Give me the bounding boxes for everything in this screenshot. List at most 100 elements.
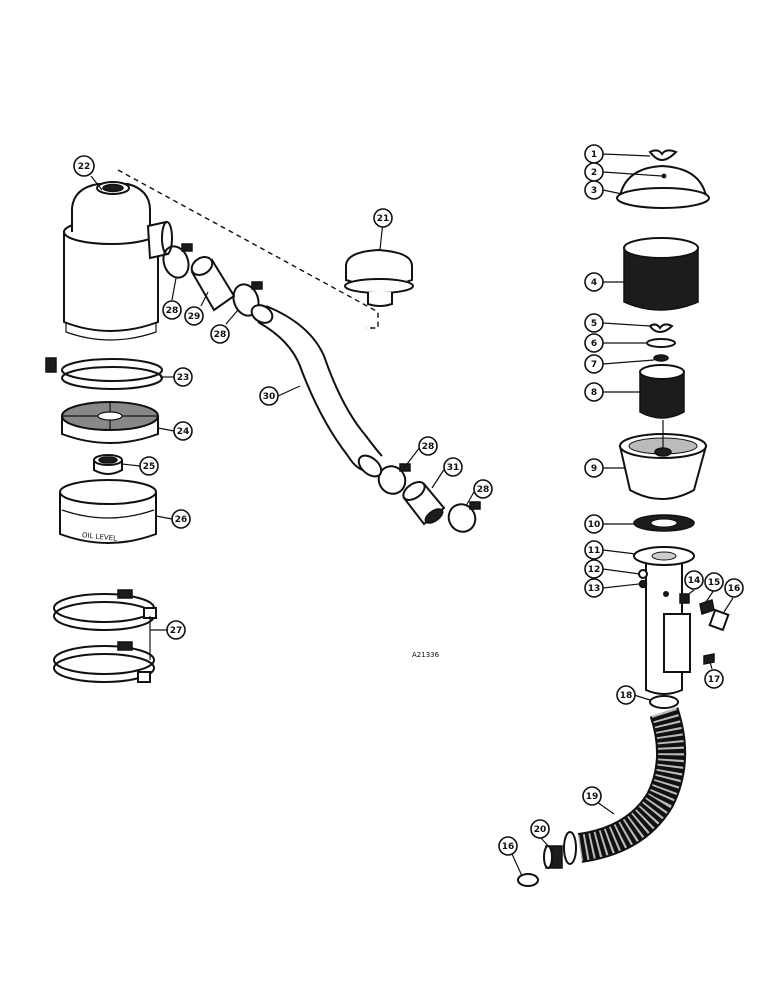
callout-24: 24 [173,421,193,441]
callout-19: 19 [582,786,602,806]
hose-clamp-18-part [649,695,679,709]
callout-27: 27 [166,620,186,640]
leader-lines [90,153,734,877]
callout-15: 15 [704,572,724,592]
svg-text:27: 27 [170,626,183,636]
callout-16-a: 16 [724,578,744,598]
inner-element-part [639,364,685,419]
callout-13: 13 [584,578,604,598]
svg-text:3: 3 [591,186,597,196]
svg-text:23: 23 [177,373,190,383]
callout-7: 7 [584,354,604,374]
small-wing-nut-part [648,323,674,334]
callout-26: 26 [171,509,191,529]
svg-text:21: 21 [377,214,390,224]
svg-text:25: 25 [143,462,156,472]
svg-text:20: 20 [534,825,547,835]
bowl-part [618,420,708,500]
callout-11: 11 [584,540,604,560]
assembly-dashed-line [117,169,379,329]
callout-10: 10 [584,514,604,534]
seal-ring-part [93,454,123,475]
curved-hose-part [250,304,383,478]
callout-28-b: 28 [210,324,230,344]
svg-text:2: 2 [591,168,597,178]
callout-16-b: 16 [498,836,518,856]
svg-text:15: 15 [708,578,721,588]
svg-text:26: 26 [175,515,188,525]
callout-23: 23 [173,367,193,387]
svg-text:11: 11 [588,546,601,556]
callout-28-c: 28 [418,436,438,456]
svg-text:22: 22 [78,162,91,172]
svg-text:4: 4 [591,278,597,288]
svg-text:6: 6 [591,339,597,349]
callout-1: 1 [584,144,604,164]
hose-clamp-upper-left [162,243,193,279]
oil-cup-part: OIL LEVEL [59,479,157,544]
air-cleaner-body [63,181,173,341]
washer-part [646,338,676,348]
callout-18: 18 [616,685,636,705]
callout-28-a: 28 [162,300,182,320]
precleaner-cap-part [344,248,414,307]
svg-text:29: 29 [188,312,201,322]
svg-text:24: 24 [177,427,190,437]
clamps-part [53,589,157,683]
callout-28-d: 28 [473,479,493,499]
cover-part [616,164,710,209]
flange-tube-part [633,546,695,695]
svg-text:12: 12 [588,565,601,575]
svg-text:13: 13 [588,584,601,594]
callout-6: 6 [584,333,604,353]
svg-text:28: 28 [166,306,179,316]
gasket-small-part [653,354,669,362]
callout-8: 8 [584,382,604,402]
callout-4: 4 [584,272,604,292]
svg-text:17: 17 [708,675,721,685]
svg-text:28: 28 [422,442,435,452]
screen-element-part [623,237,699,311]
callout-31: 31 [443,457,463,477]
callout-25: 25 [139,456,159,476]
svg-text:19: 19 [586,792,599,802]
svg-text:16: 16 [728,584,741,594]
callout-2: 2 [584,162,604,182]
callout-17: 17 [704,669,724,689]
svg-text:1: 1 [591,150,597,160]
wing-nut-part [648,149,678,162]
gasket-part [633,514,695,532]
svg-text:7: 7 [591,360,597,370]
callout-29: 29 [184,306,204,326]
svg-text:14: 14 [688,576,701,586]
lower-sleeve-part [402,481,446,526]
callout-5: 5 [584,313,604,333]
svg-text:5: 5 [591,319,597,329]
svg-text:10: 10 [588,520,601,530]
figure-number: A21336 [412,651,440,659]
callout-30: 30 [259,386,279,406]
callout-12: 12 [584,559,604,579]
hose-clamp-lower-right [447,501,481,533]
callout-20: 20 [530,819,550,839]
svg-text:8: 8 [591,388,597,398]
clamp-band-part [45,357,163,390]
filter-element-part [61,401,159,444]
svg-text:28: 28 [214,330,227,340]
svg-text:16: 16 [502,842,515,852]
callout-22: 22 [73,155,95,177]
adapter-part [543,845,563,869]
svg-text:18: 18 [620,691,633,701]
hose-sleeve-part [190,256,236,312]
oil-level-text: OIL LEVEL [82,531,118,543]
flex-hose-part [563,707,687,865]
svg-text:30: 30 [263,392,276,402]
callout-9: 9 [584,458,604,478]
fitting-parts [679,593,730,665]
callout-14: 14 [684,570,704,590]
hose-clamp-16-part [517,873,539,887]
svg-text:9: 9 [591,464,597,474]
svg-text:31: 31 [447,463,460,473]
callout-21: 21 [373,208,393,228]
